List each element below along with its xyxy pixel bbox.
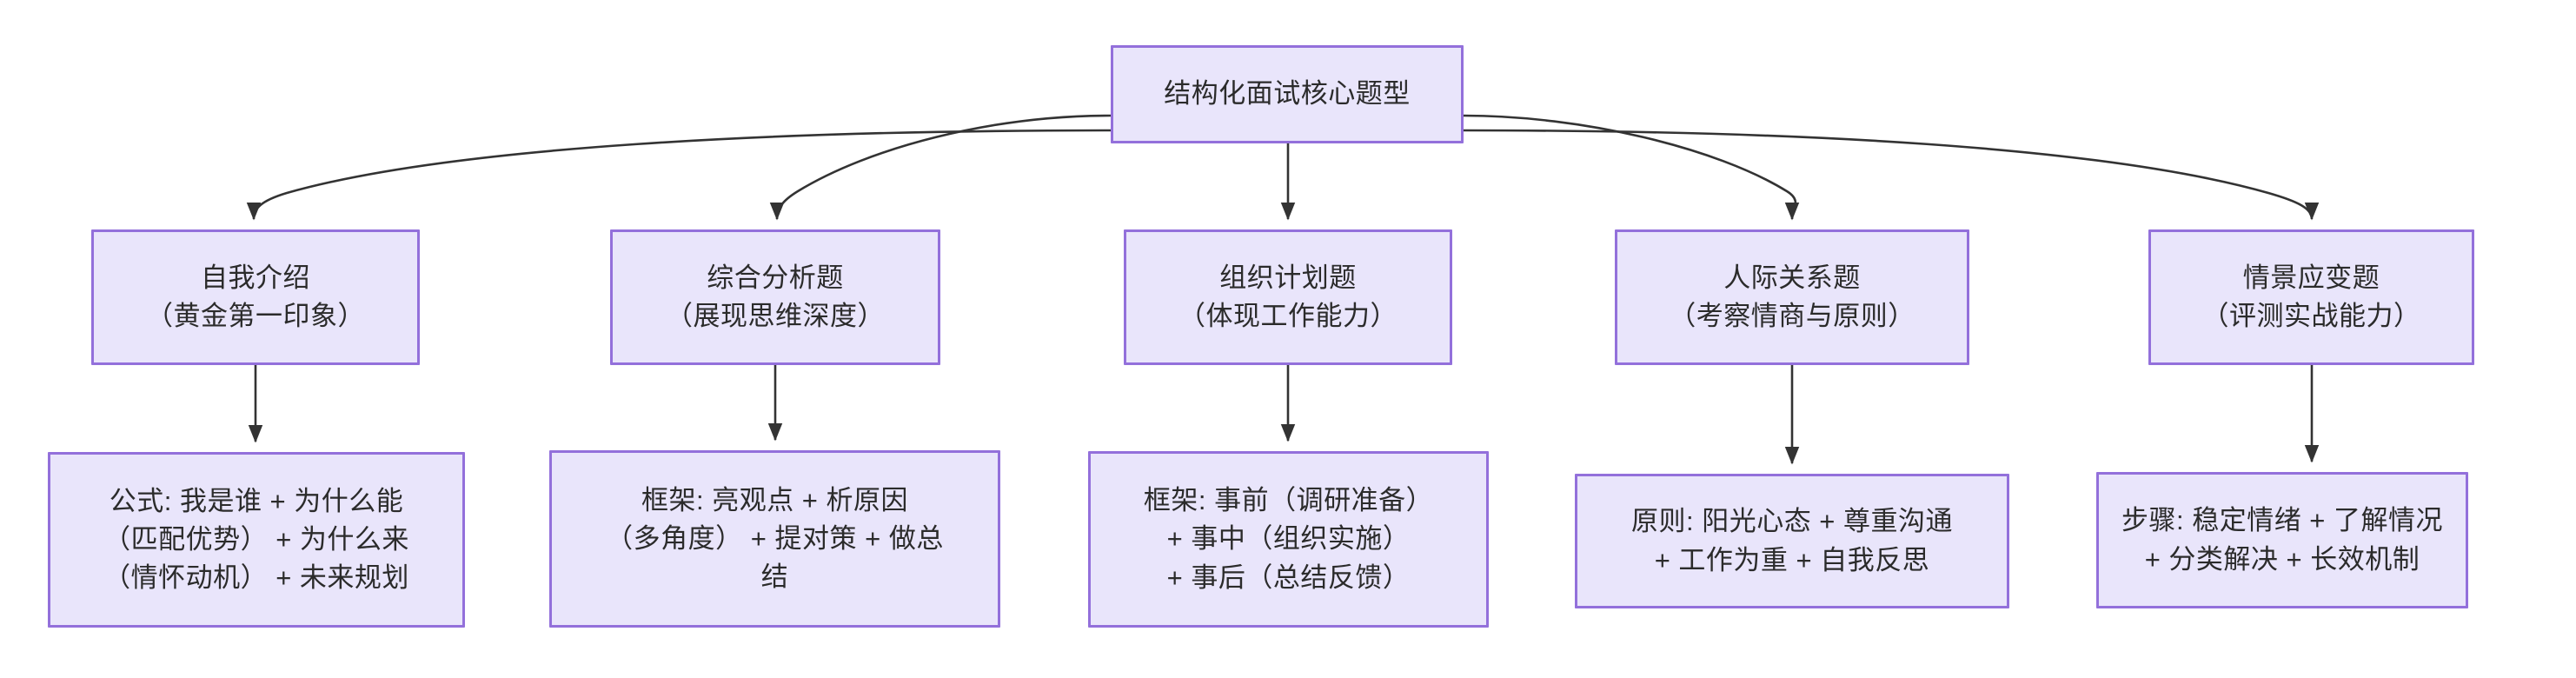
node-detail-1-line-2: （匹配优势） + 为什么来 xyxy=(103,523,409,555)
node-category-situational-response[interactable]: 情景应变题 （评测实战能力） xyxy=(2148,229,2474,365)
node-detail-2-line-3: 结 xyxy=(760,562,789,592)
node-detail-4-line-2: + 工作为重 + 自我反思 xyxy=(1654,544,1930,575)
node-category-2-line-1: 综合分析题 xyxy=(707,262,844,293)
node-category-1-line-1: 自我介绍 xyxy=(201,262,310,293)
node-detail-5-line-2: + 分类解决 + 长效机制 xyxy=(2144,543,2420,575)
node-category-3-line-1: 组织计划题 xyxy=(1219,262,1357,293)
node-category-comprehensive-analysis[interactable]: 综合分析题 （展现思维深度） xyxy=(610,229,940,365)
node-detail-self-introduction-formula[interactable]: 公式: 我是谁 + 为什么能 （匹配优势） + 为什么来 （情怀动机） + 未来… xyxy=(48,452,465,628)
node-detail-3-line-3: + 事后（总结反馈） xyxy=(1166,562,1411,593)
node-category-5-line-1: 情景应变题 xyxy=(2242,262,2380,293)
node-category-2-line-2: （展现思维深度） xyxy=(666,301,885,331)
node-detail-comprehensive-analysis-framework[interactable]: 框架: 亮观点 + 析原因 （多角度） + 提对策 + 做总 结 xyxy=(549,450,1000,628)
node-category-5-line-2: （评测实战能力） xyxy=(2201,301,2421,331)
node-category-interpersonal-relations[interactable]: 人际关系题 （考察情商与原则） xyxy=(1615,229,1969,365)
node-detail-1-line-3: （情怀动机） + 未来规划 xyxy=(103,562,409,593)
node-category-organization-planning[interactable]: 组织计划题 （体现工作能力） xyxy=(1124,229,1452,365)
node-root[interactable]: 结构化面试核心题型 xyxy=(1111,45,1464,143)
node-detail-2-line-2: （多角度） + 提对策 + 做总 xyxy=(606,522,944,554)
edge-root-to-cat4 xyxy=(1463,114,1800,221)
node-category-3-line-2: （体现工作能力） xyxy=(1178,301,1398,331)
node-root-line-1: 结构化面试核心题型 xyxy=(1164,78,1411,110)
node-detail-organization-planning-framework[interactable]: 框架: 事前（调研准备） + 事中（组织实施） + 事后（总结反馈） xyxy=(1088,451,1489,628)
node-detail-4-line-1: 原则: 阳光心态 + 尊重沟通 xyxy=(1630,506,1954,537)
node-detail-interpersonal-principles[interactable]: 原则: 阳光心态 + 尊重沟通 + 工作为重 + 自我反思 xyxy=(1575,474,2009,608)
node-category-1-line-2: （黄金第一印象） xyxy=(146,301,365,331)
node-category-self-introduction[interactable]: 自我介绍 （黄金第一印象） xyxy=(91,229,420,365)
edge-root-to-cat2 xyxy=(769,114,1112,221)
node-detail-2-line-1: 框架: 亮观点 + 析原因 xyxy=(641,484,909,515)
node-detail-5-line-1: 步骤: 稳定情绪 + 了解情况 xyxy=(2121,505,2444,536)
node-detail-1-line-1: 公式: 我是谁 + 为什么能 xyxy=(109,485,404,516)
node-detail-3-line-2: + 事中（组织实施） xyxy=(1166,523,1411,555)
node-detail-situational-response-steps[interactable]: 步骤: 稳定情绪 + 了解情况 + 分类解决 + 长效机制 xyxy=(2096,472,2468,608)
node-category-4-line-2: （考察情商与原则） xyxy=(1669,301,1915,331)
edge-root-to-cat5 xyxy=(1463,129,2320,221)
edge-root-to-cat1 xyxy=(246,129,1112,221)
node-detail-3-line-1: 框架: 事前（调研准备） xyxy=(1143,485,1434,516)
node-category-4-line-1: 人际关系题 xyxy=(1723,262,1861,293)
